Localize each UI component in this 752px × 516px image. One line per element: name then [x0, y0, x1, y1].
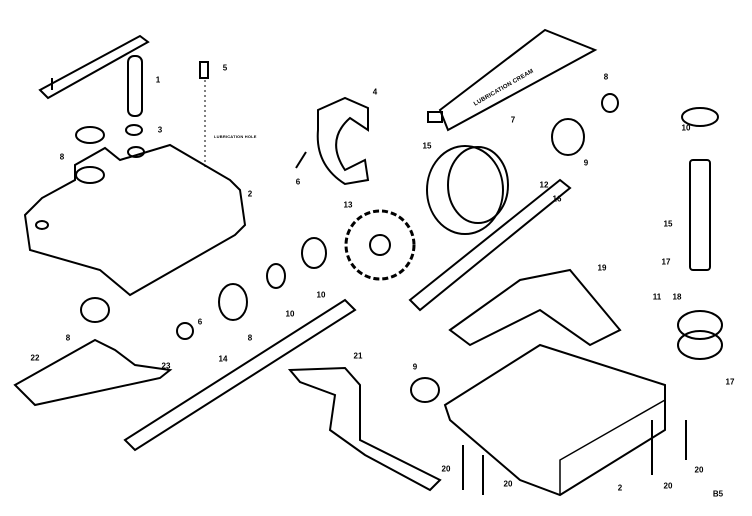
- shaft-14: [123, 298, 357, 452]
- callout: 12: [539, 180, 549, 190]
- callout: 20: [694, 465, 704, 475]
- gasket: [448, 268, 622, 347]
- callout: 23: [161, 361, 171, 371]
- callout: 17: [661, 257, 671, 267]
- callout: 2: [617, 483, 623, 493]
- callout: 6: [197, 317, 203, 327]
- callout: 2: [247, 189, 253, 199]
- vertical-shaft: [689, 159, 711, 271]
- callout: 10: [285, 309, 295, 319]
- callout: 13: [343, 200, 353, 210]
- gear: [344, 209, 416, 281]
- callout: 10: [316, 290, 326, 300]
- callout: 8: [59, 152, 65, 162]
- callout: 20: [441, 464, 451, 474]
- callout: 9: [583, 158, 589, 168]
- callout: 15: [663, 219, 673, 229]
- callout: 4: [372, 87, 378, 97]
- callout: 8: [603, 72, 609, 82]
- callout: 11: [652, 292, 662, 302]
- lubrication-tube: [438, 28, 598, 132]
- plate: [13, 338, 173, 407]
- callout: 21: [353, 351, 363, 361]
- shaft: [408, 178, 572, 312]
- lubrication-hole-note: LUBRICATION HOLE: [214, 134, 257, 139]
- shift-fork: [316, 96, 370, 186]
- callout: 20: [503, 479, 513, 489]
- callout: 16: [552, 194, 562, 204]
- callout: 8: [247, 333, 253, 343]
- callout: 8: [65, 333, 71, 343]
- callout: 7: [510, 115, 516, 125]
- callout: 14: [218, 354, 228, 364]
- callout: 19: [597, 263, 607, 273]
- bracket: [287, 366, 442, 492]
- callout: 20: [663, 481, 673, 491]
- callout: 10: [681, 123, 691, 133]
- page-code: B5: [712, 489, 724, 499]
- upper-housing: [23, 61, 247, 297]
- lever-part: [38, 34, 150, 117]
- callout: 6: [295, 177, 301, 187]
- callout: 3: [157, 125, 163, 135]
- callout: 15: [422, 141, 432, 151]
- callout: 17: [725, 377, 735, 387]
- callout: 9: [412, 362, 418, 372]
- pulley: [426, 145, 504, 235]
- callout: 22: [30, 353, 40, 363]
- callout: 1: [155, 75, 161, 85]
- lower-housing: [443, 343, 666, 497]
- callout: 18: [672, 292, 682, 302]
- callout: 5: [222, 63, 228, 73]
